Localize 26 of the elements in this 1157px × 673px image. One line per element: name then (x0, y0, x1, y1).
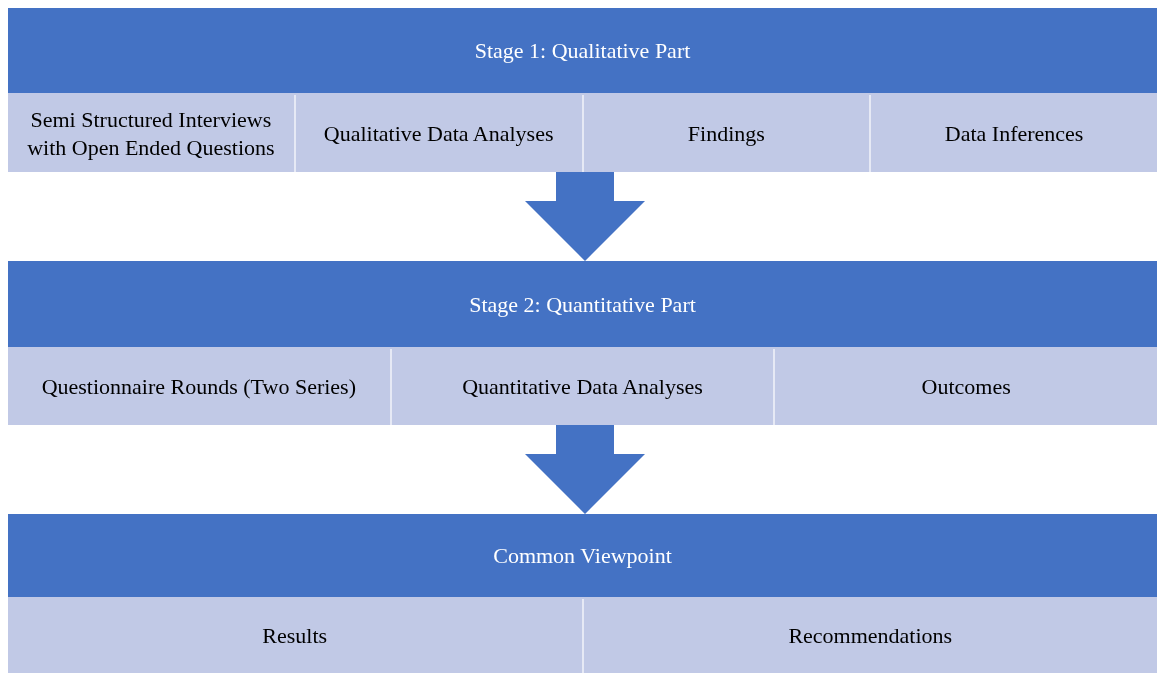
step-label: Quantitative Data Analyses (462, 373, 703, 401)
step-label: Semi Structured Interviews with Open Ended Questions (26, 105, 276, 162)
step-label: Data Inferences (944, 119, 1084, 148)
step-box (583, 599, 1157, 673)
stage-title: Stage 1: Qualitative Part (474, 37, 691, 65)
step-box (391, 349, 774, 425)
step-box (295, 95, 582, 172)
step-label: Outcomes (921, 373, 1011, 401)
step-label: Qualitative Data Analyses (323, 119, 554, 148)
step-box (8, 349, 390, 425)
step-label: Recommendations (788, 622, 953, 650)
step-box (8, 599, 582, 673)
step-label: Results (262, 622, 328, 650)
step-box (775, 349, 1157, 425)
stage-band (8, 8, 1157, 172)
step-label: Findings (687, 119, 765, 148)
block-arrow (525, 172, 645, 261)
step-box (583, 95, 870, 172)
block-arrow (525, 425, 645, 514)
stage-band (8, 514, 1157, 673)
step-box (8, 95, 294, 172)
stage-band (8, 261, 1157, 425)
stage-title: Stage 2: Quantitative Part (469, 290, 696, 319)
step-box (871, 95, 1157, 172)
stage-title: Common Viewpoint (493, 542, 672, 570)
step-label: Questionnaire Rounds (Two Series) (41, 373, 356, 401)
